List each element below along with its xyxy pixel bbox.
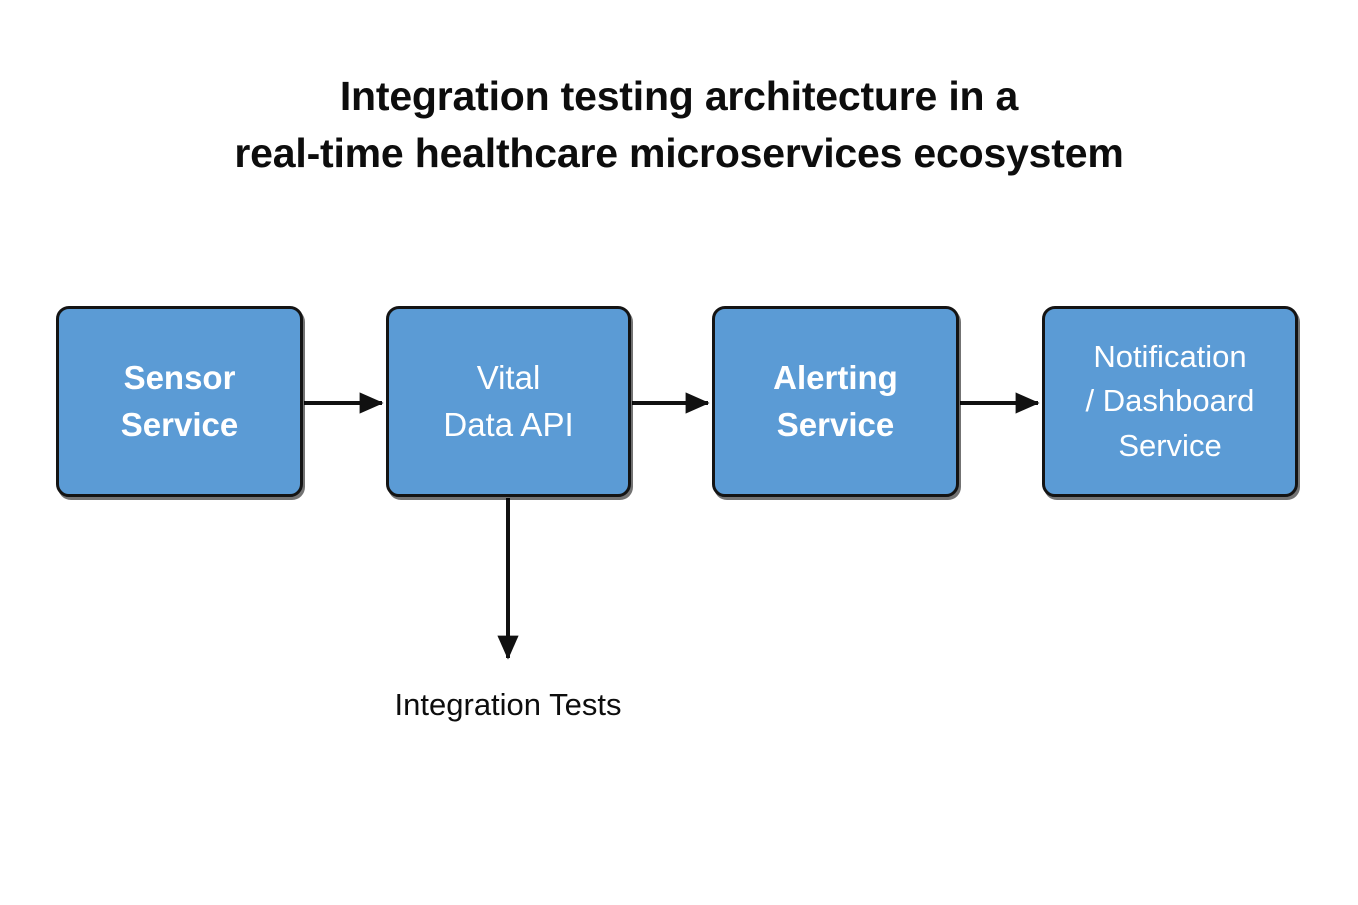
label-integration-tests: Integration Tests (394, 687, 622, 722)
node-alerting-service[interactable]: Alerting Service (712, 306, 959, 497)
node-vital-data-api-label: Vital Data API (443, 358, 574, 443)
node-vital-data-api[interactable]: Vital Data API (386, 306, 631, 497)
node-sensor-service-label: Sensor Service (120, 358, 239, 443)
node-sensor-service[interactable]: Sensor Service (56, 306, 303, 497)
page-title: Integration testing architecture in a re… (234, 73, 1124, 176)
node-notification-dashboard-service-label: Notification / Dashboard Service (1085, 339, 1255, 463)
node-alerting-service-label: Alerting Service (773, 358, 898, 443)
node-notification-dashboard-service[interactable]: Notification / Dashboard Service (1042, 306, 1298, 497)
